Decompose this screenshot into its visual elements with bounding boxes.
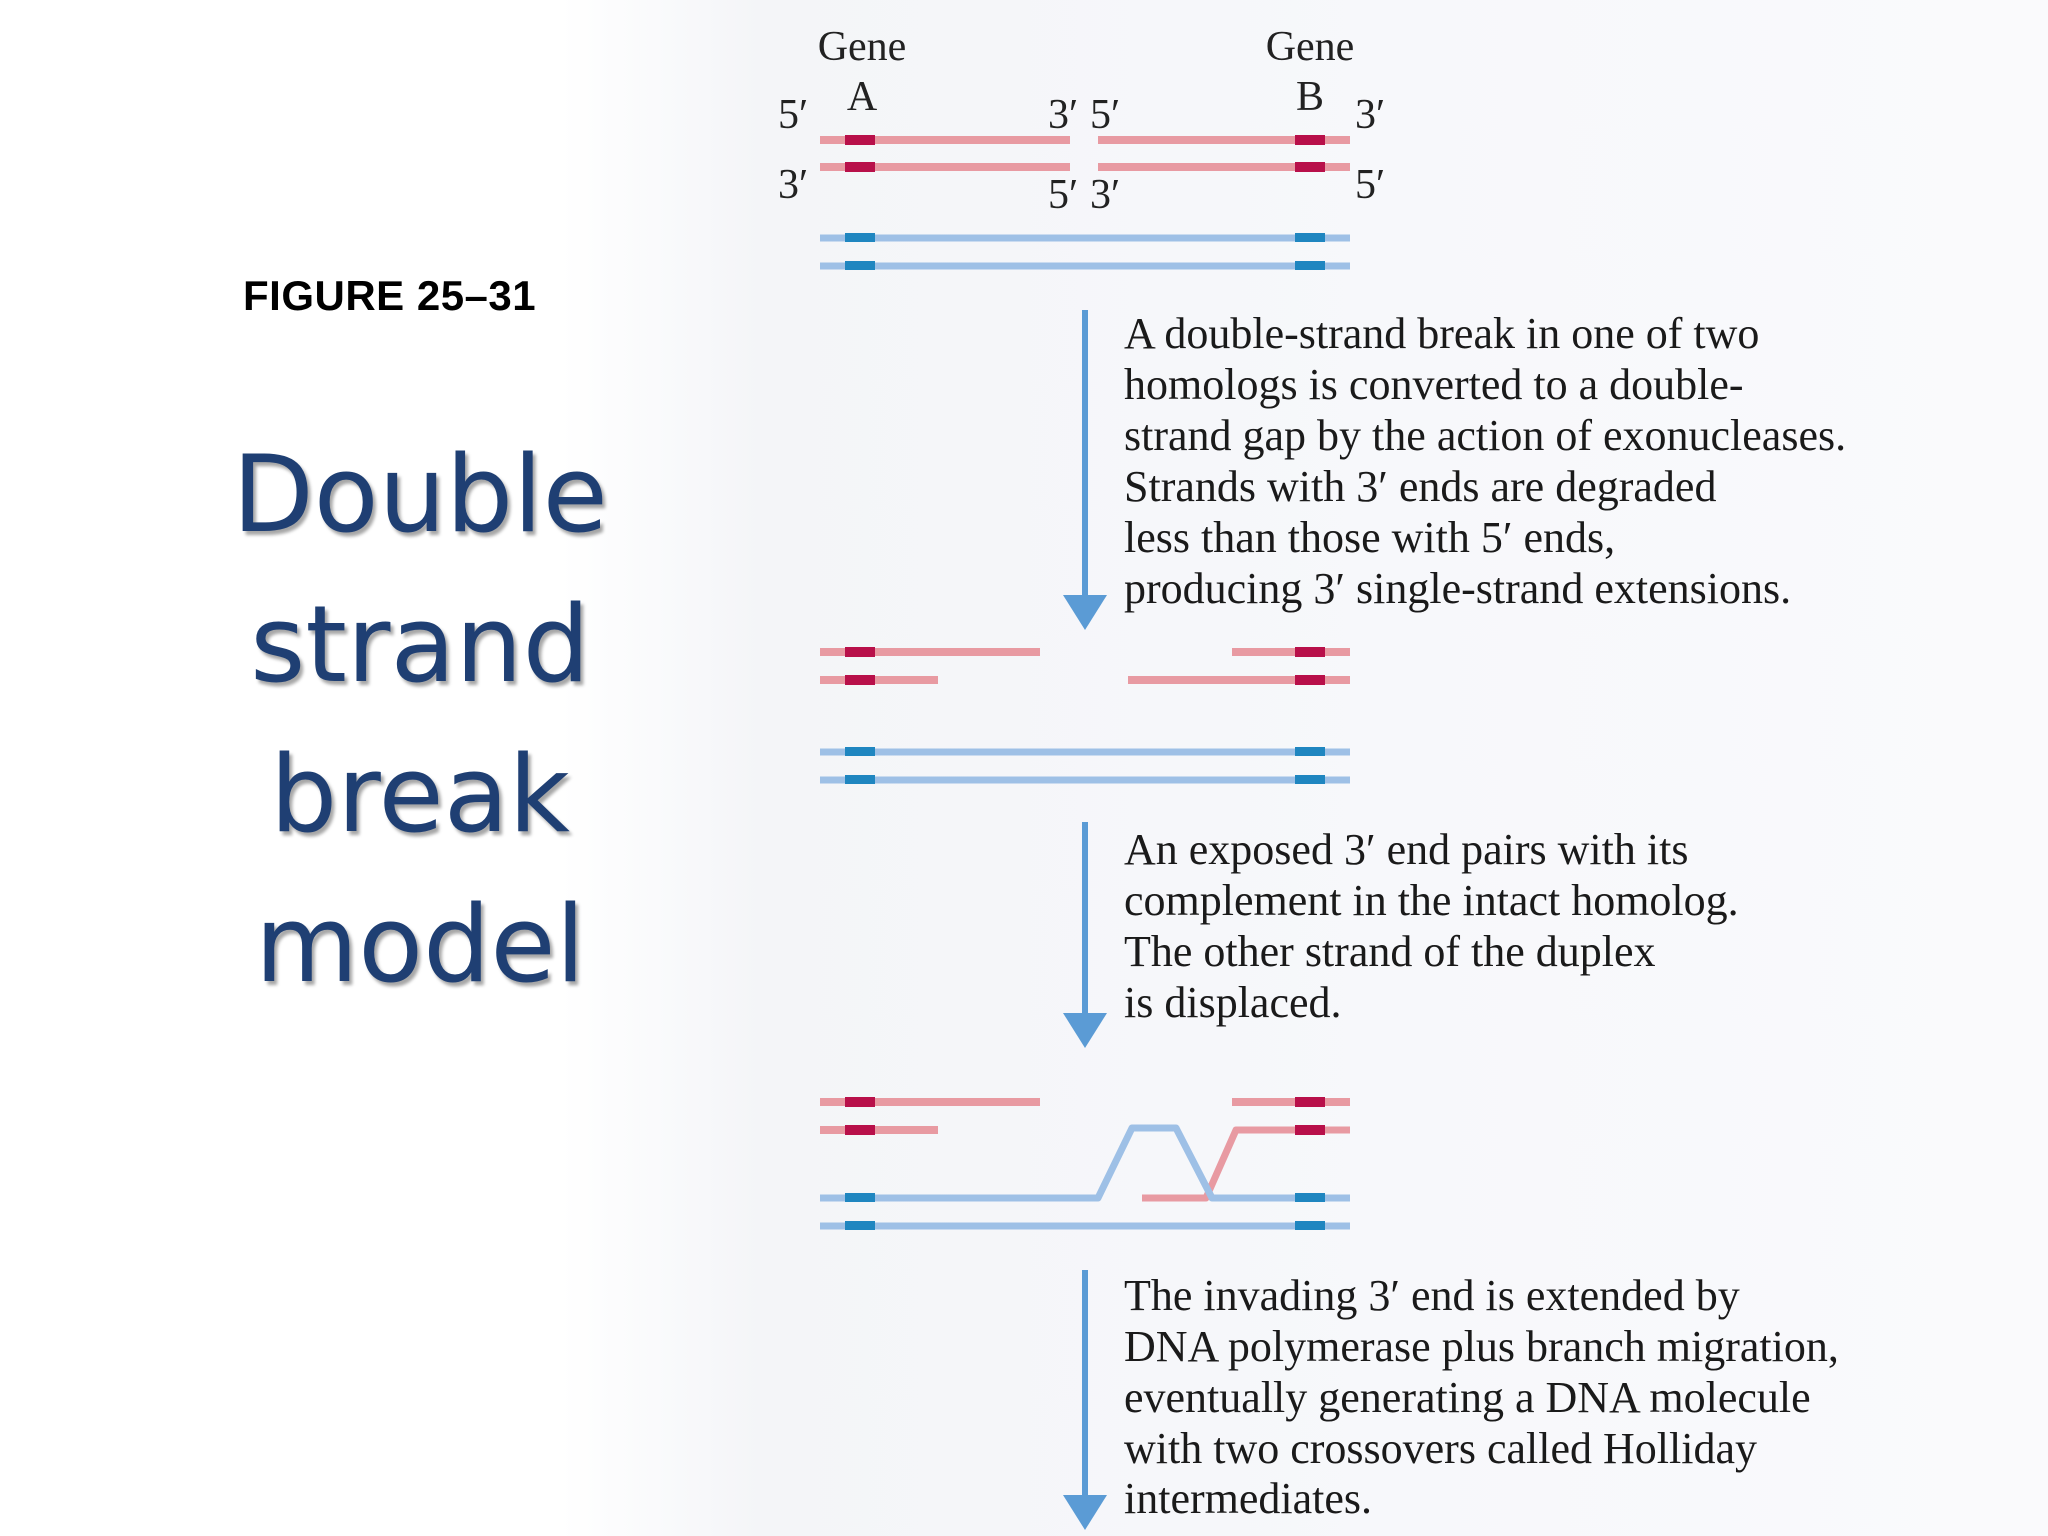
gene-a-marker	[845, 1221, 875, 1230]
gene-b-marker	[1295, 1221, 1325, 1230]
gene-b-marker	[1295, 1193, 1325, 1202]
slide-title: Double strand break model	[180, 420, 660, 1020]
gene-b-marker	[1295, 675, 1325, 685]
gene-b-marker	[1295, 1097, 1325, 1107]
gene-a-marker	[845, 233, 875, 242]
step-text: complement in the intact homolog.	[1124, 876, 1739, 925]
gene-b-marker	[1295, 162, 1325, 172]
step-text: less than those with 5′ ends,	[1124, 513, 1615, 562]
gene-b-marker	[1295, 233, 1325, 242]
step-text: with two crossovers called Holliday	[1124, 1424, 1757, 1473]
step-text: The other strand of the duplex	[1124, 927, 1656, 976]
gene-a-marker	[845, 747, 875, 756]
step-text: intermediates.	[1124, 1474, 1372, 1523]
gene-b-marker	[1295, 775, 1325, 784]
figure-label: FIGURE 25–31	[243, 272, 537, 319]
end-label-3-mid-bottom: 3′	[1090, 172, 1120, 218]
invading-strand	[1142, 1126, 1350, 1202]
end-label-3-mid-top: 3′	[1048, 92, 1078, 138]
end-label-3-right: 3′	[1355, 92, 1385, 138]
step-3: The invading 3′ end is extended by DNA p…	[1063, 1270, 1839, 1530]
step-text: The invading 3′ end is extended by	[1124, 1271, 1740, 1320]
gene-a-letter: A	[847, 74, 878, 120]
gene-a-marker	[845, 261, 875, 270]
step-text: A double-strand break in one of two	[1124, 309, 1759, 358]
gene-a-marker	[845, 1125, 875, 1135]
end-label-5-right: 5′	[1355, 162, 1385, 208]
gene-a-marker	[845, 775, 875, 784]
gene-a-marker	[845, 647, 875, 657]
arrowhead-icon	[1063, 1495, 1107, 1530]
step-text: producing 3′ single-strand extensions.	[1124, 564, 1791, 613]
gene-a-label: Gene	[818, 24, 907, 70]
end-label-5-mid-bottom: 5′	[1048, 172, 1078, 218]
gene-b-marker	[1295, 647, 1325, 657]
gene-a-marker	[845, 135, 875, 145]
gene-b-marker	[1295, 261, 1325, 270]
gene-a-marker	[845, 1193, 875, 1202]
step-2: An exposed 3′ end pairs with its complem…	[1063, 822, 1739, 1048]
gene-a-marker	[845, 675, 875, 685]
gene-b-marker	[1295, 135, 1325, 145]
gene-a-marker	[845, 1097, 875, 1107]
step-text: is displaced.	[1124, 978, 1342, 1027]
step-text: homologs is converted to a double-	[1124, 360, 1744, 409]
arrowhead-icon	[1063, 1013, 1107, 1048]
displaced-blue-strand	[820, 1124, 1350, 1202]
stage-2	[820, 647, 1350, 784]
step-text: DNA polymerase plus branch migration,	[1124, 1322, 1839, 1371]
stage-3	[820, 1097, 1350, 1230]
gene-a-marker	[845, 162, 875, 172]
gene-b-label: Gene	[1266, 24, 1355, 70]
step-text: Strands with 3′ ends are degraded	[1124, 462, 1716, 511]
stage-1: Gene A Gene B 5′ 3′ 3′ 5′ 5′ 3′ 3′ 5′	[778, 24, 1385, 270]
step-text: strand gap by the action of exonucleases…	[1124, 411, 1846, 460]
end-label-5-mid-top: 5′	[1090, 92, 1120, 138]
end-label-5-left: 5′	[778, 92, 808, 138]
step-text: eventually generating a DNA molecule	[1124, 1373, 1811, 1422]
step-text: An exposed 3′ end pairs with its	[1124, 825, 1688, 874]
title-line: Double	[232, 433, 608, 556]
title-line: model	[254, 883, 586, 1006]
arrowhead-icon	[1063, 595, 1107, 630]
step-1: A double-strand break in one of two homo…	[1063, 309, 1846, 630]
end-label-3-left: 3′	[778, 162, 808, 208]
title-line: strand	[250, 583, 590, 706]
gene-b-marker	[1295, 747, 1325, 756]
title-line: break	[269, 733, 571, 856]
gene-b-marker	[1295, 1125, 1325, 1135]
gene-b-letter: B	[1296, 74, 1324, 120]
